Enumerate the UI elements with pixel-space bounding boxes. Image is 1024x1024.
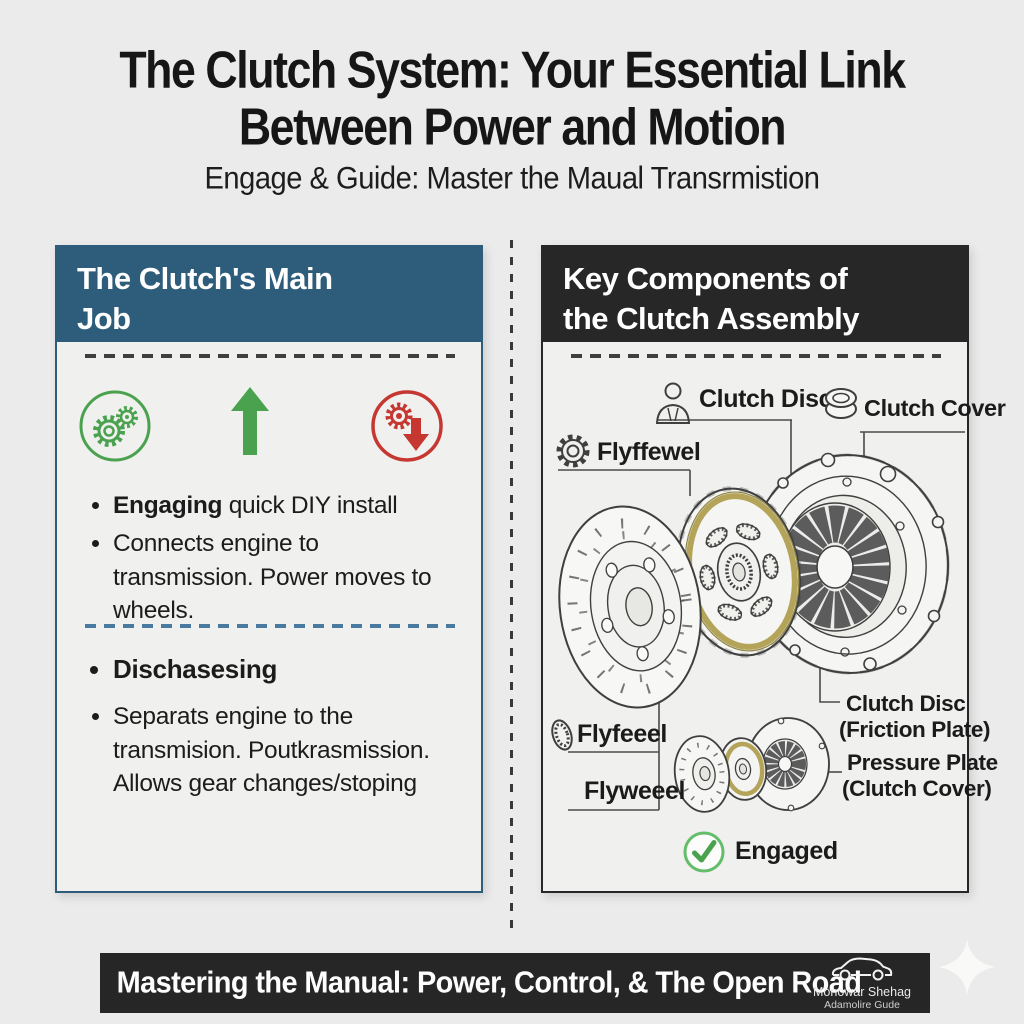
brand-block: Monowar Shehag Adamolire Gude [804,956,920,1011]
release-bearing-icon [825,388,857,419]
disengaging-bullet-list: Dischasesing Separats engine to the tran… [87,652,473,805]
up-arrow-icon [231,387,269,455]
label-clutch-disc-right-line2: (Friction Plate) [839,717,991,742]
brand-name: Monowar Shehag [813,985,911,999]
footer-bar: Mastering the Manual: Power, Control, & … [100,953,930,1013]
dual-gears-icon [79,390,151,462]
pressure-plate-drawing [748,452,950,675]
bullet-engaging-rest: quick DIY install [222,492,398,519]
bearing-icon [551,719,573,751]
label-flyffewel: Flyffewel [597,438,701,466]
bullet-engaging: Engaging quick DIY install [113,489,485,523]
clutch-main-job-panel: The Clutch's Main Job Engaging quick [55,245,483,893]
label-clutch-disc-right-line1: Clutch Disc [846,691,966,716]
car-icon [831,957,893,981]
brand-tagline: Adamolire Gude [824,999,900,1011]
label-engaged: Engaged [735,837,838,865]
clutch-assembly-illustration [558,419,965,813]
flywheel-drawing [558,505,702,709]
right-panel-header: Key Components of the Clutch Assembly [543,247,967,342]
page-subtitle: Engage & Guide: Master the Maual Transrm… [204,161,820,196]
left-panel-header: The Clutch's Main Job [57,247,481,342]
left-panel-heading-line2: Job [77,300,131,336]
label-flyfeeel: Flyfeeel [577,720,667,748]
footer-title: Mastering the Manual: Power, Control, & … [116,965,862,1000]
bullet-disengaging-heading: Dischasesing [113,652,473,688]
label-flyweeel: Flyweeel [584,777,686,805]
bullet-separates: Separats engine to the transmision. Pout… [113,700,445,801]
check-icon [683,831,725,873]
clutch-components-panel: Key Components of the Clutch Assembly [541,245,1006,893]
bullet-engaging-bold: Engaging [113,492,223,519]
page-title-line2: Between Power and Motion [238,97,787,156]
small-assembly-pressure-plate [746,717,830,812]
label-clutch-cover-top: Clutch Cover [864,395,1006,421]
bullet-connects: Connects engine to transmission. Power m… [113,527,465,628]
sparkle-icon [939,939,995,995]
left-panel-heading-line1: The Clutch's Main [77,261,333,296]
right-panel-divider-top [571,354,941,358]
small-assembly-flywheel [673,735,731,813]
right-panel-heading-line1: Key Components of [563,261,848,296]
page-title-line1: The Clutch System: Your Essential Link [119,40,906,99]
left-panel-divider-top [85,354,455,358]
label-pressure-plate-line1: Pressure Plate [847,750,998,775]
label-pressure-plate-line2: (Clutch Cover) [842,776,992,801]
center-dashed-divider [510,240,513,935]
mechanic-icon [655,382,691,424]
left-panel-divider-middle [85,624,455,628]
label-clutch-disc-top: Clutch Disc [699,385,833,413]
gear-down-arrow-icon [371,390,443,462]
right-panel-heading-line2: the Clutch Assembly [563,300,859,336]
engaging-bullet-list: Engaging quick DIY install Connects engi… [87,489,485,632]
gear-icon [556,434,590,468]
